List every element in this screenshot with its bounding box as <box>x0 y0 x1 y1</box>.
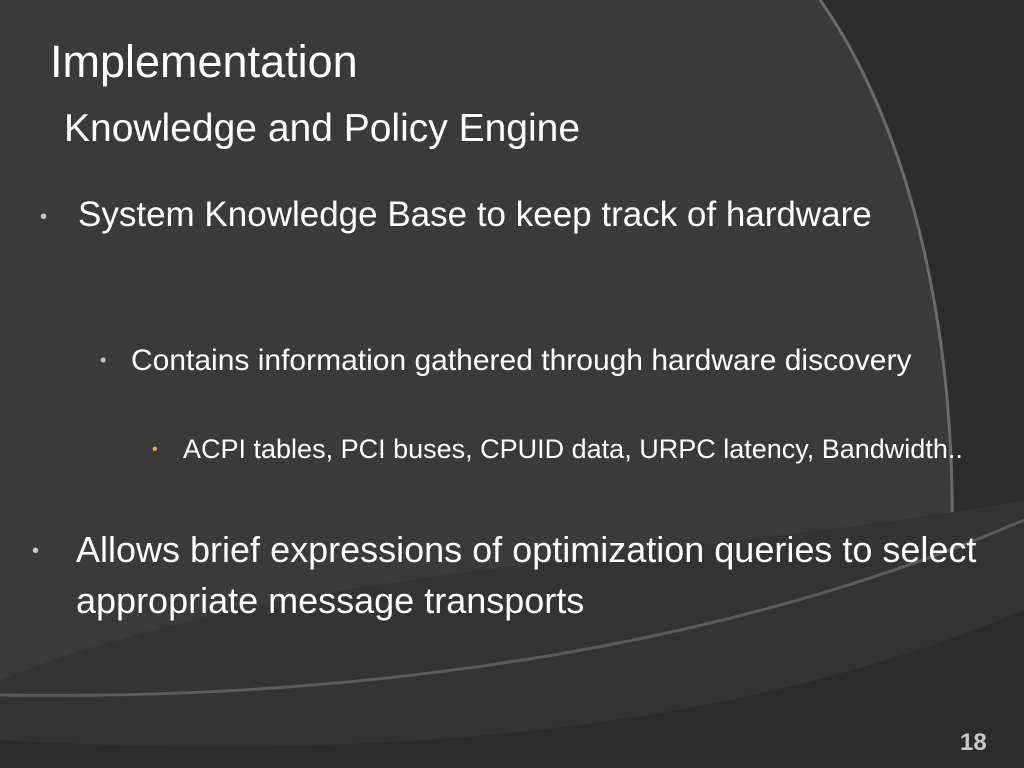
slide-title: Implementation <box>50 36 358 87</box>
bullet-text: System Knowledge Base to keep track of h… <box>78 195 872 234</box>
bullet-text: ACPI tables, PCI buses, CPUID data, URPC… <box>183 434 963 464</box>
slide-subtitle: Knowledge and Policy Engine <box>64 107 581 150</box>
bullet-item: • Allows brief expressions of optimizati… <box>32 524 992 626</box>
bullet-text: Allows brief expressions of optimization… <box>76 529 977 621</box>
sub-bullet-item: • Contains information gathered through … <box>100 339 950 382</box>
bullet-glyph: • <box>100 350 107 370</box>
bullet-glyph: • <box>32 540 40 562</box>
page-number: 18 <box>960 729 987 756</box>
background-arc-bottom <box>0 518 1024 697</box>
background-bottom-band <box>0 610 1024 768</box>
sub-sub-bullet-item: • ACPI tables, PCI buses, CPUID data, UR… <box>152 430 992 469</box>
bullet-item: • System Knowledge Base to keep track of… <box>40 190 900 240</box>
bullet-text: Contains information gathered through ha… <box>131 344 912 377</box>
bullet-glyph: • <box>40 206 48 228</box>
bullet-glyph: • <box>152 441 158 458</box>
